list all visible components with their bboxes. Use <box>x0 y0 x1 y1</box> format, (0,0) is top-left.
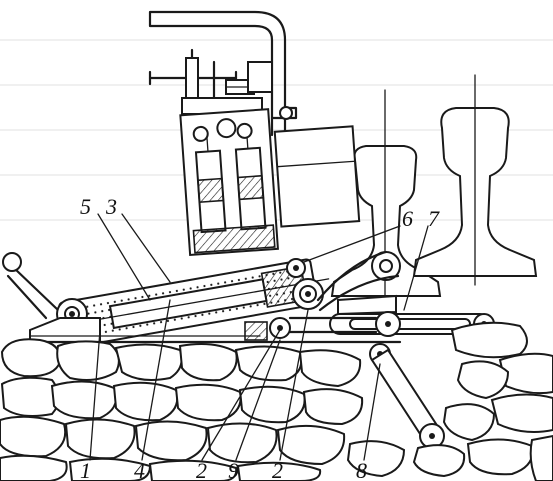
callout-8: 8 <box>356 458 367 481</box>
callout-2-left: 2 <box>196 458 207 481</box>
callout-5: 5 <box>80 194 91 219</box>
pivot-bolt <box>279 106 293 120</box>
handle-assembly <box>148 10 298 137</box>
callout-2-right: 2 <box>272 458 283 481</box>
rail-far <box>412 74 538 286</box>
pump-body <box>179 108 361 257</box>
callout-4: 4 <box>134 458 145 481</box>
callout-3: 3 <box>105 194 117 219</box>
callout-9: 9 <box>228 458 239 481</box>
linkage <box>269 250 495 449</box>
leader-lines <box>89 213 429 461</box>
hydraulic-cylinder <box>58 258 330 349</box>
callout-6: 6 <box>402 206 413 231</box>
callout-labels: 5 3 6 7 1 4 2 9 2 8 <box>80 194 440 481</box>
callout-7: 7 <box>428 206 440 231</box>
callout-1: 1 <box>80 458 91 481</box>
